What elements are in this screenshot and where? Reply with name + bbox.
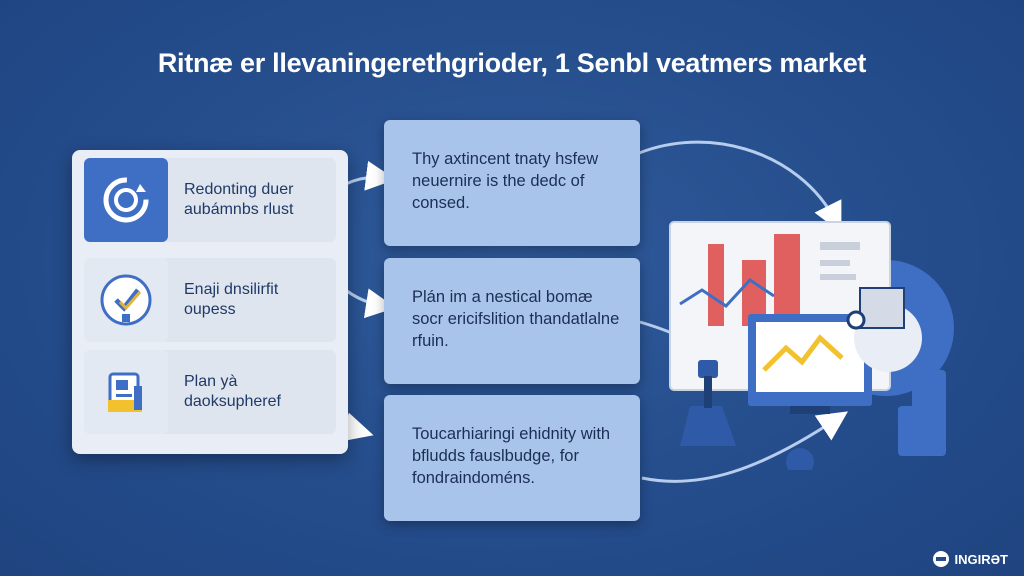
list-item-text: Enaji dnsilirfit oupess xyxy=(184,281,279,318)
info-box: Plán im a nestical bomæ socr ericifsliti… xyxy=(384,258,640,384)
list-item: Plan yà daoksupheref xyxy=(84,350,336,434)
robot-icon xyxy=(698,360,718,378)
info-box: Thy axtincent tnaty hsfew neuernire is t… xyxy=(384,120,640,246)
trend-line-icon xyxy=(679,278,775,308)
brand-name: INGIRƏT xyxy=(954,551,1009,567)
info-box: Toucarhiaringi ehidnity with bfludds fau… xyxy=(384,395,640,521)
shield-check-icon xyxy=(84,258,168,342)
text-line xyxy=(820,260,850,266)
brand-mark: INGIRƏT xyxy=(932,550,1009,568)
text-line xyxy=(820,274,856,280)
sphere-icon xyxy=(786,448,814,470)
list-item: Enaji dnsilirfit oupess xyxy=(84,258,336,342)
list-item-text: Redonting duer aubámnbs rlust xyxy=(184,181,294,218)
text-line xyxy=(820,242,860,250)
info-box-text: Plán im a nestical bomæ socr ericifsliti… xyxy=(412,288,620,350)
coin-stack-icon xyxy=(912,370,946,456)
robot-arm xyxy=(704,376,712,408)
page-title: Ritnæ er llevaningerethgrioder, 1 Senbl … xyxy=(157,48,867,78)
coin-stack-icon xyxy=(898,406,920,456)
refresh-cycle-icon xyxy=(84,158,168,242)
brand-logo-icon xyxy=(932,551,949,567)
info-box-text: Toucarhiaringi ehidnity with bfludds fau… xyxy=(412,425,611,487)
monitor-screen xyxy=(756,322,864,392)
left-panel: Redonting duer aubámnbs rlust Enaji dnsi… xyxy=(72,150,348,454)
list-item: Redonting duer aubámnbs rlust xyxy=(84,158,336,242)
bar-icon xyxy=(774,234,800,326)
bar-icon xyxy=(708,244,724,326)
info-box-text: Thy axtincent tnaty hsfew neuernire is t… xyxy=(412,150,599,212)
robot-base xyxy=(680,406,736,446)
trend-line-icon xyxy=(762,334,844,372)
clipboard-icon xyxy=(859,287,905,329)
dashboard-illustration xyxy=(669,221,954,470)
document-chart-icon xyxy=(84,350,168,434)
magnifier-icon xyxy=(846,310,866,330)
monitor-base xyxy=(790,406,830,414)
list-item-text: Plan yà daoksupheref xyxy=(184,373,281,410)
